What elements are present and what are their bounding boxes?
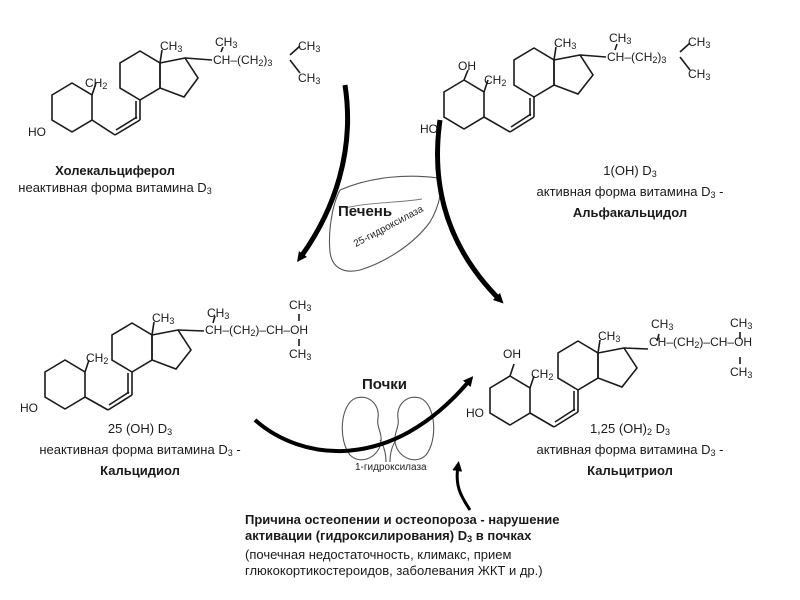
mol1-ch2-label: CH2 bbox=[85, 76, 108, 91]
name-calcitriol: Кальцитриол bbox=[587, 463, 673, 478]
note-line-4: глюкокортикостероидов, заболевания ЖКТ и… bbox=[245, 563, 543, 578]
ring-c bbox=[557, 340, 599, 391]
mol4-terminal-ch3-top: CH3 bbox=[730, 316, 753, 331]
arrow-kidneys-calcidiol-to-calcitriol bbox=[253, 376, 474, 454]
enzyme-kidneys-label: 1-гидроксилаза bbox=[355, 462, 427, 473]
arrow-note-to-calcitriol bbox=[452, 461, 472, 511]
ring-d bbox=[151, 329, 192, 370]
mol4-ch2-label: CH2 bbox=[531, 367, 554, 382]
caption-alfacalcidol: 1(OH) D3 активная форма витамина D3 - Ал… bbox=[490, 162, 770, 221]
mol1-ho-label: HO bbox=[28, 125, 46, 139]
formula-calcitriol: 1,25 (OH)2 D3 bbox=[589, 421, 671, 437]
mol1-terminal-ch3-top: CH3 bbox=[298, 39, 321, 54]
kidneys-shape bbox=[341, 396, 435, 463]
molecule-alfacalcidol bbox=[443, 42, 691, 133]
desc-calcitriol: активная форма витамина D3 - bbox=[536, 442, 724, 458]
note-line-3: (почечная недостаточность, климакс, прие… bbox=[245, 547, 512, 562]
desc-cholecalciferol: неактивная форма витамина D3 bbox=[18, 180, 212, 196]
mol3-ch2-label: CH2 bbox=[86, 351, 109, 366]
name-calcidiol: Кальцидиол bbox=[100, 463, 180, 478]
mol2-branch-ch3-label: CH3 bbox=[609, 31, 632, 46]
molecule-calcidiol bbox=[44, 314, 300, 411]
mol3-branch-ch3-label: CH3 bbox=[207, 306, 230, 321]
mol3-terminal-ch3-bottom: CH3 bbox=[289, 347, 312, 362]
arrow-liver-cholecalciferol-to-calcidiol bbox=[297, 84, 350, 263]
mol4-oh-label: OH bbox=[503, 347, 521, 361]
mol1-branch-ch3-label: CH3 bbox=[215, 35, 238, 50]
note-headline-1: Причина остеопении и остеопороза - наруш… bbox=[245, 512, 560, 527]
ring-d bbox=[597, 347, 638, 388]
mol2-terminal-ch3-bottom: CH3 bbox=[688, 67, 711, 82]
mol1-methyl-label: CH3 bbox=[160, 39, 183, 54]
desc-alfacalcidol: активная форма витамина D3 - bbox=[536, 184, 724, 200]
formula-alfacalcidol: 1(OH) D3 bbox=[603, 163, 657, 179]
ring-a bbox=[443, 79, 485, 130]
formula-calcidiol: 25 (OH) D3 bbox=[107, 421, 173, 437]
caption-cholecalciferol: Холекальциферол неактивная форма витамин… bbox=[5, 162, 225, 200]
name-alfacalcidol: Альфакальцидол bbox=[572, 205, 688, 220]
mol2-methyl-label: CH3 bbox=[554, 36, 577, 51]
ring-a bbox=[489, 375, 531, 426]
clinical-note: Причина остеопении и остеопороза - наруш… bbox=[245, 512, 560, 579]
ring-d bbox=[159, 57, 199, 98]
ring-c bbox=[513, 47, 555, 98]
mol2-terminal-ch3-top: CH3 bbox=[688, 35, 711, 50]
desc-calcidiol: неактивная форма витамина D3 - bbox=[39, 442, 241, 458]
mol4-methyl-label: CH3 bbox=[598, 329, 621, 344]
organ-kidneys-label: Почки bbox=[362, 376, 408, 393]
molecule-calcitriol bbox=[489, 332, 741, 428]
mol4-terminal-ch3-bottom: CH3 bbox=[730, 365, 753, 380]
mol1-terminal-ch3-bottom: CH3 bbox=[298, 71, 321, 86]
liver-shape bbox=[328, 175, 442, 272]
ring-a bbox=[44, 359, 86, 410]
caption-calcidiol: 25 (OH) D3 неактивная форма витамина D3 … bbox=[10, 420, 270, 479]
mol2-chain-label: CH–(CH2)3 bbox=[607, 50, 667, 65]
mol1-chain-label: CH–(CH2)3 bbox=[213, 53, 273, 68]
mol4-branch-ch3-label: CH3 bbox=[651, 317, 674, 332]
mol4-ho-label: HO bbox=[466, 406, 484, 420]
mol4-chain-label: CH–(CH2)–CH–OH bbox=[649, 335, 753, 350]
ring-d bbox=[553, 54, 594, 95]
mol3-methyl-label: CH3 bbox=[152, 311, 175, 326]
caption-calcitriol: 1,25 (OH)2 D3 активная форма витамина D3… bbox=[500, 420, 760, 479]
arrow-liver-alfacalcidol-to-calcitriol bbox=[435, 119, 504, 304]
name-cholecalciferol: Холекальциферол bbox=[55, 163, 175, 178]
mol3-terminal-ch3-top: CH3 bbox=[289, 298, 312, 313]
ring-c bbox=[119, 50, 161, 101]
mol3-chain-label: CH–(CH2)–CH–OH bbox=[205, 323, 309, 338]
organ-liver-label: Печень bbox=[338, 203, 393, 220]
mol2-oh-label: OH bbox=[458, 59, 476, 73]
note-headline-2: активации (гидроксилирования) D3 в почка… bbox=[245, 528, 532, 544]
molecule-cholecalciferol bbox=[51, 45, 301, 136]
mol2-ho-label: HO bbox=[420, 122, 438, 136]
mol3-ho-label: HO bbox=[20, 401, 38, 415]
mol2-ch2-label: CH2 bbox=[484, 73, 507, 88]
ring-c bbox=[111, 322, 153, 373]
